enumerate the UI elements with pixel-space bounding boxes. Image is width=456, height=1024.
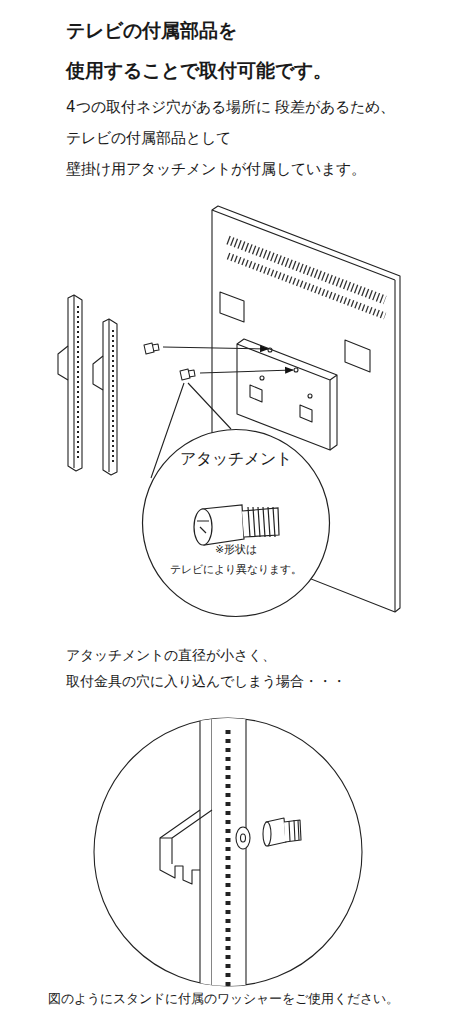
caption: 図のようにスタンドに付属のワッシャーをご使用ください。 — [46, 990, 401, 1008]
arrow — [163, 347, 268, 349]
attachment — [144, 343, 195, 380]
note: ※形状は テレビにより異なります。 — [161, 540, 311, 580]
washer — [236, 827, 250, 849]
body-text: 4つの取付ネジ穴がある場所に 段差があるため、テレビの付属部品として 壁掛け用ア… — [66, 92, 416, 185]
stand-bracket — [160, 705, 246, 1000]
callout-circle: アタッチメント ※形状は テレビにより異なります。 — [141, 428, 331, 618]
attachment — [263, 818, 301, 846]
part-name: アタッチメント — [161, 448, 311, 470]
attachment — [194, 505, 279, 545]
title: テレビの付属部品を 使用することで取付可能です。 — [66, 10, 396, 90]
arrow — [200, 370, 293, 373]
mount-bracket — [58, 295, 117, 475]
note-text: アタッチメントの直径が小さく、 取付金具の穴に入り込んでしまう場合・・・ — [66, 642, 406, 694]
